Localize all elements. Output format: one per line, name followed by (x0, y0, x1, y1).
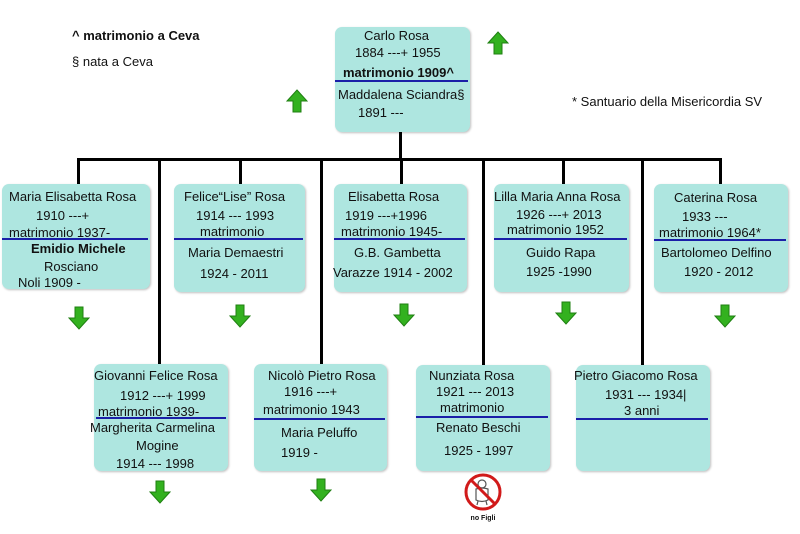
green-arrow-icon (149, 480, 171, 504)
spouse-name: Maria Peluffo (281, 425, 358, 440)
green-arrow-icon (68, 306, 90, 330)
drop-line (158, 158, 161, 366)
spouse-name: G.B. Gambetta (354, 245, 441, 260)
drop-line (239, 158, 242, 186)
root-name: Carlo Rosa (364, 28, 430, 43)
child-marriage: matrimonio 1937- (9, 225, 111, 240)
spouse-name: Emidio Michele (31, 241, 126, 256)
drop-line (482, 158, 485, 366)
up-arrow-icon (487, 31, 509, 55)
drop-line (719, 158, 722, 186)
child-name: Giovanni Felice Rosa (94, 368, 218, 383)
child-dates: 1933 --- (682, 209, 728, 224)
spouse-name: Margherita Carmelina (90, 420, 215, 435)
marriage-rule (2, 238, 148, 240)
child-box-caterina: Caterina Rosa 1933 --- matrimonio 1964* … (654, 184, 788, 292)
spouse-name: Renato Beschi (436, 420, 521, 435)
root-connector (399, 130, 402, 160)
spouse-dates: 1925 - 1997 (444, 443, 514, 458)
note-ceva-born: § nata a Ceva (72, 54, 153, 69)
root-spouse: Maddalena Sciandra§ (338, 87, 465, 102)
drop-line (77, 158, 80, 188)
green-arrow-icon (310, 478, 332, 502)
marriage-rule (494, 238, 627, 240)
green-arrow-icon (229, 304, 251, 328)
drop-line (562, 158, 565, 186)
child-dates: 1921 --- 2013 (436, 384, 515, 399)
note-ceva-marriage: ^ matrimonio a Ceva (72, 28, 200, 43)
child-name: Pietro Giacomo Rosa (574, 368, 698, 383)
child-box-elisabetta: Elisabetta Rosa 1919 ---+1996 matrimonio… (333, 184, 467, 292)
no-children-label: no Figli (470, 515, 496, 522)
child-name: Caterina Rosa (674, 190, 758, 205)
spouse-surname: Rosciano (44, 259, 99, 274)
marriage-rule (254, 418, 385, 420)
spouse-dates: 1924 - 2011 (200, 266, 269, 281)
child-dates: 1916 ---+ (284, 384, 338, 399)
forbidden-baby-icon (464, 473, 502, 511)
child-box-pietro: Pietro Giacomo Rosa 1931 --- 1934| 3 ann… (574, 365, 710, 471)
child-dates: 1912 ---+ 1999 (120, 388, 206, 403)
child-name: Felice“Lise” Rosa (184, 189, 286, 204)
marriage-rule (416, 416, 548, 418)
marriage-rule (576, 418, 708, 420)
marriage-rule (335, 80, 468, 82)
child-age: 3 anni (624, 403, 660, 418)
spouse-dates: 1919 - (281, 445, 318, 460)
root-dates: 1884 ---+ 1955 (355, 45, 441, 60)
spouse-dates: Varazze 1914 - 2002 (333, 265, 453, 280)
child-name: Nunziata Rosa (429, 368, 515, 383)
marriage-rule (174, 238, 303, 240)
child-box-giovanni: Giovanni Felice Rosa 1912 ---+ 1999 matr… (90, 364, 228, 471)
child-dates: 1914 --- 1993 (196, 208, 275, 223)
spouse-name: Guido Rapa (526, 245, 596, 260)
root-marriage: matrimonio 1909^ (343, 65, 454, 80)
spouse-surname: Mogine (136, 438, 179, 453)
child-box-nicolo: Nicolò Pietro Rosa 1916 ---+ matrimonio … (254, 364, 387, 471)
child-dates: 1926 ---+ 2013 (516, 207, 602, 222)
drop-line (641, 158, 644, 366)
marriage-rule (334, 238, 465, 240)
root-couple-box: Carlo Rosa 1884 ---+ 1955 matrimonio 190… (335, 27, 470, 132)
spouse-dates: Noli 1909 - (18, 275, 81, 290)
child-name: Lilla Maria Anna Rosa (494, 189, 621, 204)
spouse-dates: 1920 - 2012 (684, 264, 754, 279)
child-box-felice: Felice“Lise” Rosa 1914 --- 1993 matrimon… (174, 184, 305, 292)
spouse-name: Maria Demaestri (188, 245, 284, 260)
root-spouse-dates: 1891 --- (358, 105, 404, 120)
child-name: Maria Elisabetta Rosa (9, 189, 137, 204)
drop-line (320, 158, 323, 366)
child-name: Elisabetta Rosa (348, 189, 440, 204)
child-marriage: matrimonio 1945- (341, 224, 443, 239)
green-arrow-icon (393, 303, 415, 327)
child-box-maria-elisabetta: Maria Elisabetta Rosa 1910 ---+ matrimon… (2, 184, 150, 290)
marriage-rule (96, 417, 226, 419)
up-arrow-icon (286, 89, 308, 113)
spouse-name: Bartolomeo Delfino (661, 245, 772, 260)
child-dates: 1931 --- 1934| (605, 387, 687, 402)
child-box-lilla: Lilla Maria Anna Rosa 1926 ---+ 2013 mat… (494, 184, 629, 292)
green-arrow-icon (555, 301, 577, 325)
child-marriage: matrimonio (440, 400, 505, 415)
note-santuario: * Santuario della Misericordia SV (572, 94, 763, 109)
green-arrow-icon (714, 304, 736, 328)
child-marriage: matrimonio 1939- (98, 404, 200, 419)
child-marriage: matrimonio 1952 (507, 222, 604, 237)
child-name: Nicolò Pietro Rosa (268, 368, 376, 383)
child-dates: 1919 ---+1996 (345, 208, 428, 223)
child-box-nunziata: Nunziata Rosa 1921 --- 2013 matrimonio R… (416, 365, 550, 471)
child-marriage: matrimonio (200, 224, 265, 239)
child-dates: 1910 ---+ (36, 208, 90, 223)
child-marriage: matrimonio 1943 (263, 402, 360, 417)
spouse-dates: 1925 -1990 (526, 264, 592, 279)
drop-line (400, 158, 403, 186)
no-children-icon: no Figli (461, 473, 507, 523)
spouse-dates: 1914 --- 1998 (116, 456, 195, 471)
sibling-bar (77, 158, 722, 161)
marriage-rule (654, 239, 786, 241)
child-marriage: matrimonio 1964* (659, 225, 761, 240)
